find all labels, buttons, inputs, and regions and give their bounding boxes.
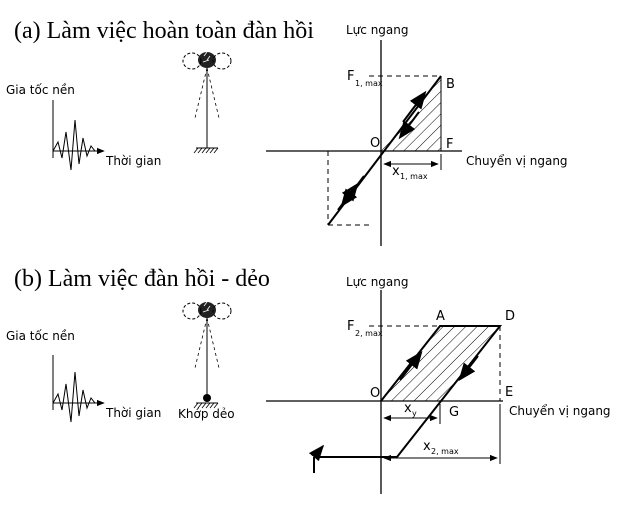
panel-a-ground-accel-label: Gia tốc nền: [6, 83, 75, 97]
panel-b-hinge-label: Khớp dẻo: [178, 407, 235, 421]
panel-a-force-subscript: 1, max: [355, 79, 383, 88]
panel-a-time-label: Thời gian: [105, 154, 161, 168]
panel-b-point-a: A: [436, 309, 445, 324]
panel-a-x-axis-label: Chuyển vị ngang: [466, 154, 568, 168]
panel-a-ground-accel-plot: Gia tốc nền Thời gian: [6, 83, 161, 171]
panel-b-energy-area: [381, 326, 500, 401]
panel-a-origin-label: O: [370, 136, 380, 151]
panel-b-yield-disp-subscript: y: [412, 409, 417, 418]
panel-a-force-displacement-plot: Lực ngang Chuyển vị ngang F 1, max O B F…: [266, 23, 568, 246]
plastic-hinge-icon: [203, 394, 211, 402]
panel-a-force-label: F: [347, 69, 354, 84]
panel-a-column-sketch: [182, 51, 232, 154]
panel-b-ground-accel-plot: Gia tốc nền Thời gian: [6, 329, 161, 423]
panel-b-ground-accel-label: Gia tốc nền: [6, 329, 75, 343]
panel-b-disp-label: x: [423, 439, 431, 454]
panel-b-column-sketch: Khớp dẻo: [178, 301, 235, 421]
panel-b-point-e: E: [505, 385, 513, 400]
panel-a-disp-subscript: 1, max: [400, 172, 428, 181]
panel-b-origin-label: O: [370, 386, 380, 401]
panel-b-force-subscript: 2, max: [355, 329, 383, 338]
panel-a-point-b: B: [446, 77, 455, 92]
panel-b-x-axis-label: Chuyển vị ngang: [509, 404, 611, 418]
panel-a-disp-label: x: [392, 164, 400, 179]
panel-a-point-f: F: [446, 137, 453, 152]
panel-b-time-label: Thời gian: [105, 406, 161, 420]
panel-b-force-displacement-plot: Lực ngang Chuyển vị ngang F 2, max O A D…: [266, 275, 611, 494]
panel-b-yield-disp-label: x: [404, 401, 412, 416]
panel-b-title: (b) Làm việc đàn hồi - dẻo: [14, 266, 270, 292]
panel-b-disp-subscript: 2, max: [431, 447, 459, 456]
panel-a-title: (a) Làm việc hoàn toàn đàn hồi: [14, 18, 314, 44]
panel-b-force-label: F: [347, 319, 354, 334]
panel-b-y-axis-label: Lực ngang: [346, 275, 409, 289]
panel-a-y-axis-label: Lực ngang: [346, 23, 409, 37]
panel-b-point-d: D: [505, 309, 515, 324]
panel-b-point-g: G: [449, 405, 459, 420]
